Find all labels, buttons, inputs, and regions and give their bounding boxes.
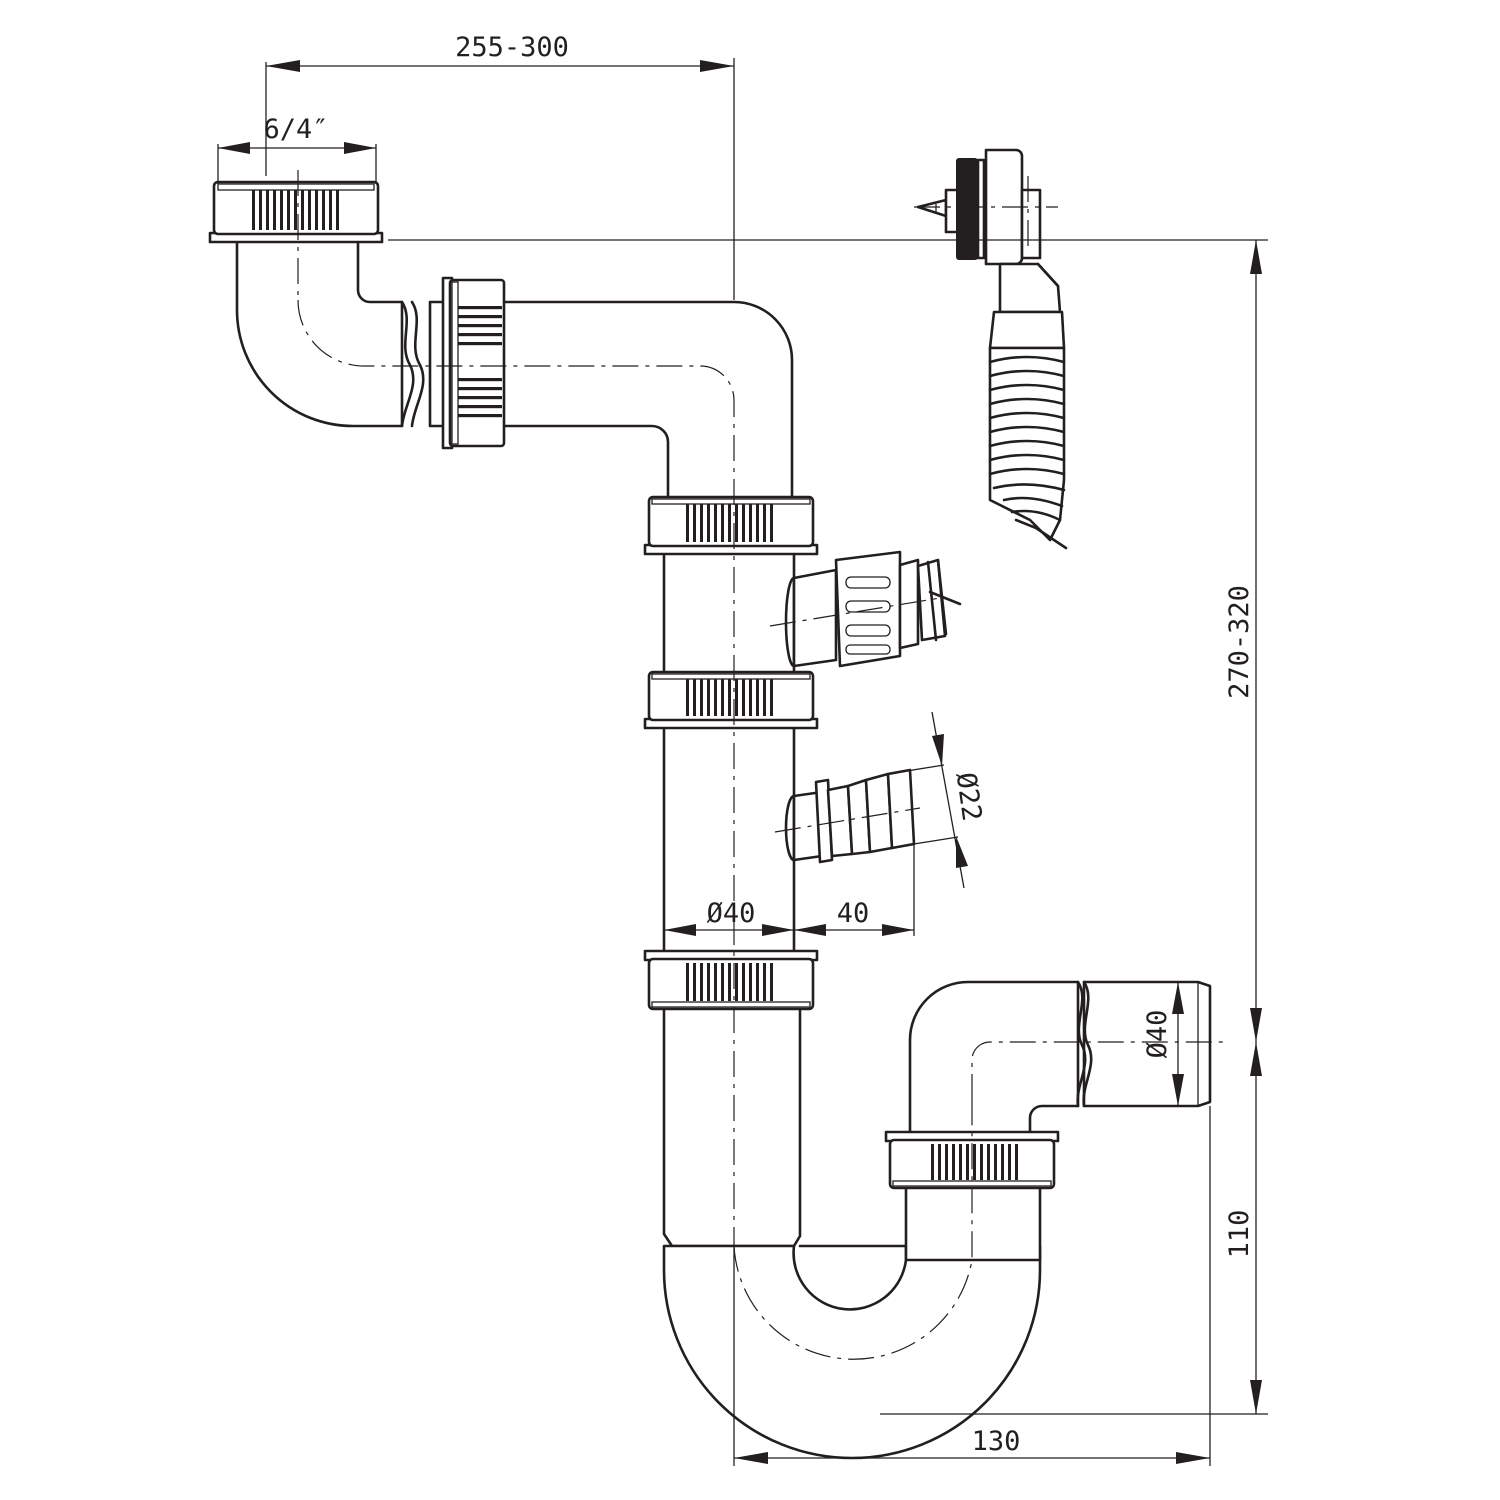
dimension-lines <box>217 58 1268 1466</box>
dim-outlet-diameter: Ø40 <box>1142 1010 1173 1059</box>
side-nozzle-upper <box>769 550 962 668</box>
dim-outlet-offset: 130 <box>972 1426 1021 1457</box>
vertical-pipe <box>662 546 802 1248</box>
overflow-assembly <box>914 148 1068 550</box>
column-nut-bottom <box>643 949 819 1011</box>
dim-total-height: 270-320 <box>1224 585 1255 699</box>
column-nut-middle <box>643 670 819 730</box>
center-lines <box>297 170 1225 1360</box>
dim-inlet-to-center: 255-300 <box>455 32 569 63</box>
side-nozzle-lower <box>774 768 921 864</box>
dim-nozzle-diameter: Ø22 <box>950 771 987 824</box>
outlet-elbow <box>908 980 1212 1142</box>
dim-pipe-diameter: Ø40 <box>707 898 756 929</box>
column-nut-top <box>643 495 819 556</box>
dim-outlet-height: 110 <box>1224 1210 1255 1259</box>
inlet-nut <box>208 180 384 244</box>
dim-side-nozzle-offset: 40 <box>837 898 870 929</box>
dimension-labels: 255-300 6/4″ 270-320 110 130 Ø40 40 Ø22 … <box>263 32 1255 1457</box>
arm-union-nut <box>441 276 506 450</box>
dim-inlet-thread: 6/4″ <box>263 114 328 145</box>
inlet-arm <box>235 238 794 554</box>
u-bend-trap <box>662 1184 1042 1460</box>
